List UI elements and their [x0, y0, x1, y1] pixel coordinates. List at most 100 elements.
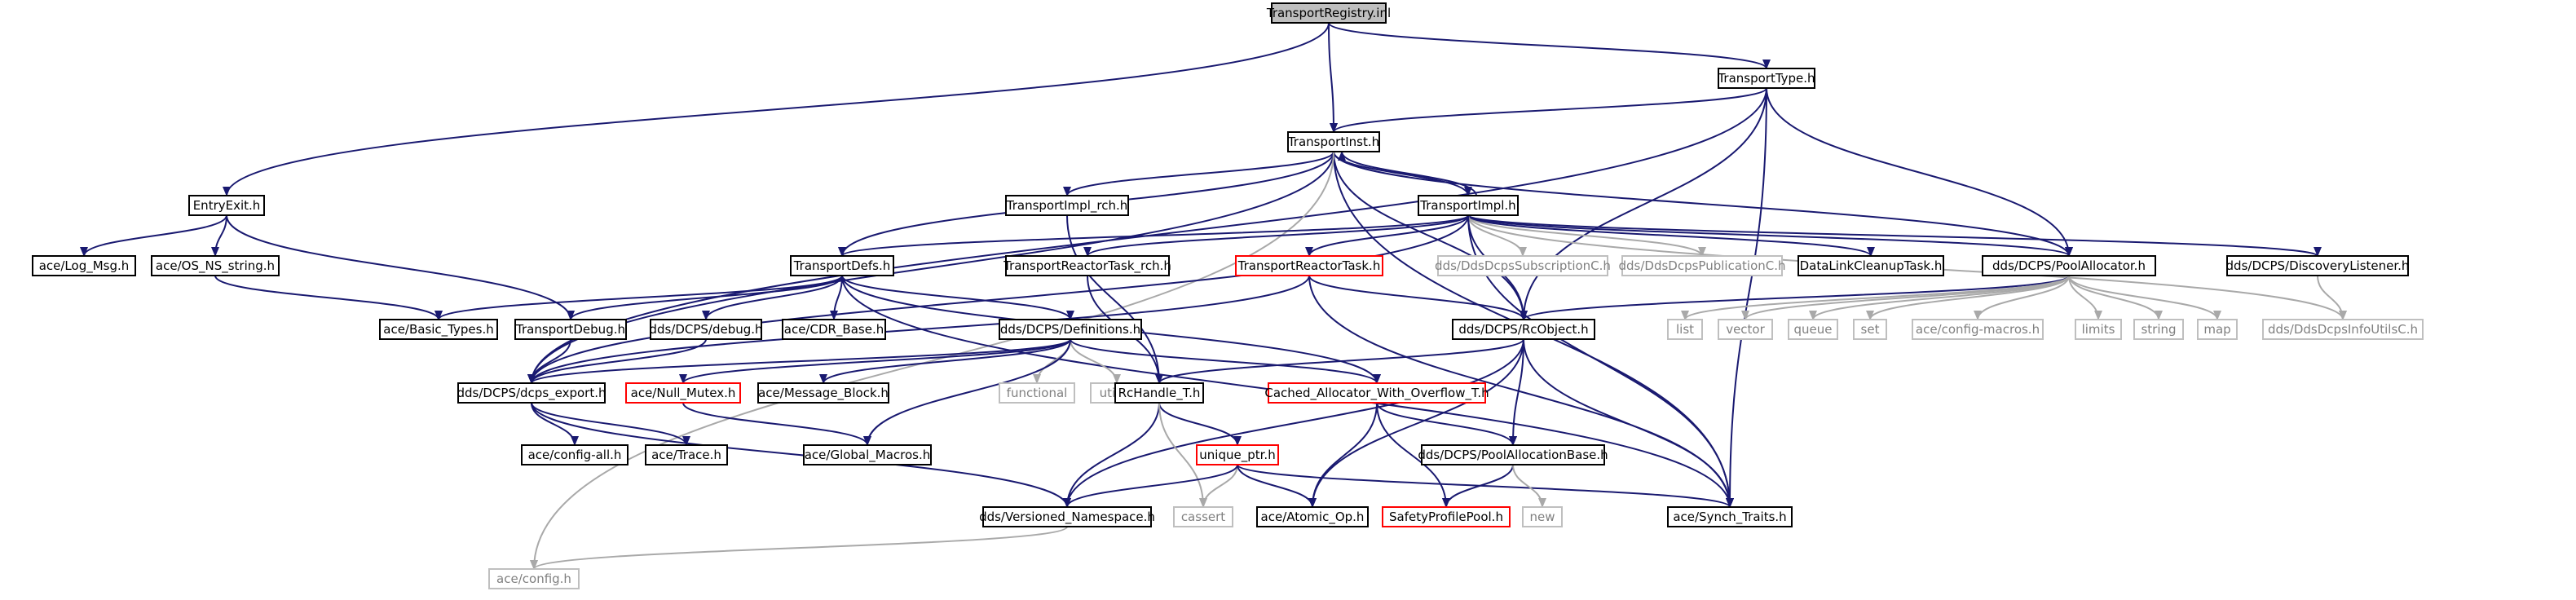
node-new[interactable]: new: [1522, 506, 1563, 527]
node-poolalloc[interactable]: dds/DCPS/PoolAllocator.h: [1982, 255, 2156, 276]
node-label: ace/Log_Msg.h: [39, 258, 130, 274]
node-label: ace/Null_Mutex.h: [631, 386, 736, 401]
node-label: dds/DCPS/RcObject.h: [1458, 322, 1588, 337]
edge-inst-to-dcpsexport: [527, 151, 1334, 384]
edge-reactor-to-rcobject: [1308, 275, 1528, 320]
edge-rcobject-to-synchtraits: [1523, 338, 1734, 508]
node-registry[interactable]: TransportRegistry.inl: [1266, 2, 1391, 24]
node-cachedalloc[interactable]: Cached_Allocator_With_Overflow_T.h: [1264, 382, 1489, 404]
edge-rcobject-to-versioned: [1063, 338, 1524, 508]
edge-impl-to-reactor: [1305, 214, 1469, 257]
node-label: dds/DdsDcpsInfoUtilsC.h: [2268, 322, 2418, 337]
edge-defs-to-basictypes: [434, 275, 843, 320]
node-list[interactable]: list: [1667, 319, 1703, 340]
node-disclist[interactable]: dds/DCPS/DiscoveryListener.h: [2226, 255, 2410, 276]
edge-implrch-to-rchandle: [1066, 214, 1163, 384]
node-dcpsdebug[interactable]: dds/DCPS/debug.h: [649, 319, 763, 340]
node-label: set: [1861, 322, 1880, 337]
node-string[interactable]: string: [2133, 319, 2184, 340]
edge-impl-to-defs: [838, 214, 1469, 257]
node-safetypool[interactable]: SafetyProfilePool.h: [1382, 506, 1511, 527]
edge-type-to-rcobject: [1520, 87, 1767, 320]
node-cassert[interactable]: cassert: [1173, 506, 1233, 527]
node-label: dds/DCPS/DiscoveryListener.h: [2226, 258, 2410, 273]
node-box: [1421, 444, 1605, 465]
node-configall[interactable]: ace/config-all.h: [521, 444, 629, 465]
edge-poolalloc-to-limits: [2068, 275, 2102, 320]
node-type[interactable]: TransportType.h: [1717, 68, 1815, 89]
node-box: [645, 444, 728, 465]
node-definitions[interactable]: dds/DCPS/Definitions.h: [999, 319, 1142, 340]
node-reactor[interactable]: TransportReactorTask.h: [1235, 255, 1383, 276]
node-label: TransportDefs.h: [793, 258, 891, 273]
edge-poolalloc-to-string: [2068, 275, 2163, 320]
node-dcpsexport[interactable]: dds/DCPS/dcps_export.h: [457, 382, 607, 404]
edge-defs-to-dcpsdebug: [702, 275, 843, 320]
node-box: [1667, 506, 1793, 527]
edge-defs-to-definitions: [841, 275, 1074, 320]
node-label: cassert: [1181, 510, 1225, 524]
node-vector[interactable]: vector: [1718, 319, 1773, 340]
node-limits[interactable]: limits: [2075, 319, 2122, 340]
node-box: [151, 255, 280, 276]
node-label: ace/Atomic_Op.h: [1261, 510, 1365, 525]
node-configmacros[interactable]: ace/config-macros.h: [1912, 319, 2044, 340]
edge-definitions-to-dcpsexport: [527, 338, 1071, 384]
node-subsc[interactable]: dds/DdsDcpsSubscriptionC.h: [1435, 255, 1611, 276]
edge-registry-to-inst: [1328, 22, 1338, 133]
node-layer: TransportRegistry.inlTransportType.hTran…: [32, 2, 2424, 589]
node-msgblock[interactable]: ace/Message_Block.h: [757, 382, 889, 404]
node-uniqueptr[interactable]: unique_ptr.h: [1196, 444, 1279, 465]
node-infoutils[interactable]: dds/DdsDcpsInfoUtilsC.h: [2262, 319, 2424, 340]
node-rchandle[interactable]: RcHandle_T.h: [1114, 382, 1204, 404]
node-inst[interactable]: TransportInst.h: [1287, 131, 1380, 152]
node-label: RcHandle_T.h: [1118, 386, 1201, 401]
node-functional[interactable]: functional: [999, 382, 1075, 404]
node-box: [982, 506, 1152, 527]
node-basictypes[interactable]: ace/Basic_Types.h: [379, 319, 498, 340]
node-map[interactable]: map: [2197, 319, 2238, 340]
node-synchtraits[interactable]: ace/Synch_Traits.h: [1667, 506, 1793, 527]
edge-inst-to-impl: [1333, 151, 1472, 196]
node-tdebug[interactable]: TransportDebug.h: [514, 319, 627, 340]
node-versioned[interactable]: dds/Versioned_Namespace.h: [979, 506, 1155, 527]
node-box: [1114, 382, 1204, 404]
node-logmsg[interactable]: ace/Log_Msg.h: [32, 255, 136, 276]
node-entry[interactable]: EntryExit.h: [188, 195, 265, 216]
node-cdrbase[interactable]: ace/CDR_Base.h: [782, 319, 886, 340]
edge-cachedalloc-to-safetypool: [1376, 402, 1450, 508]
node-set[interactable]: set: [1853, 319, 1887, 340]
node-label: vector: [1726, 322, 1765, 337]
node-atomicop[interactable]: ace/Atomic_Op.h: [1256, 506, 1369, 527]
edge-registry-to-entry: [223, 22, 1330, 196]
node-box: [2226, 255, 2409, 276]
node-implrch[interactable]: TransportImpl_rch.h: [1005, 195, 1129, 216]
node-box: [999, 382, 1075, 404]
node-poolallocbase[interactable]: dds/DCPS/PoolAllocationBase.h: [1418, 444, 1608, 465]
node-defs[interactable]: TransportDefs.h: [790, 255, 894, 276]
node-label: dds/DCPS/debug.h: [649, 322, 762, 337]
edge-dcpsexport-to-configall: [531, 402, 579, 446]
edge-type-to-synchtraits: [1726, 87, 1767, 508]
edge-uniqueptr-to-versioned: [1063, 464, 1238, 508]
node-label: TransportReactorTask.h: [1237, 258, 1381, 273]
node-queue[interactable]: queue: [1788, 319, 1838, 340]
node-config[interactable]: ace/config.h: [488, 568, 580, 589]
node-globalmacros[interactable]: ace/Global_Macros.h: [803, 444, 932, 465]
node-nullmutex[interactable]: ace/Null_Mutex.h: [625, 382, 741, 404]
edge-impl-to-inst: [1338, 151, 1477, 196]
node-label: dds/DdsDcpsSubscriptionC.h: [1435, 258, 1611, 273]
node-osns[interactable]: ace/OS_NS_string.h: [151, 255, 280, 276]
edge-uniqueptr-to-cassert: [1199, 464, 1238, 508]
node-box: [1718, 319, 1773, 340]
node-rcobject[interactable]: dds/DCPS/RcObject.h: [1452, 319, 1595, 340]
node-trace[interactable]: ace/Trace.h: [645, 444, 728, 465]
node-box: [757, 382, 889, 404]
node-dlcleanup[interactable]: DataLinkCleanupTask.h: [1797, 255, 1944, 276]
edge-inst-to-rcobject: [1333, 151, 1528, 320]
node-box: [999, 319, 1142, 340]
node-impl[interactable]: TransportImpl.h: [1418, 195, 1519, 216]
node-reactorrch[interactable]: TransportReactorTask_rch.h: [1003, 255, 1171, 276]
node-box: [650, 319, 762, 340]
node-pubc[interactable]: dds/DdsDcpsPublicationC.h: [1619, 255, 1786, 276]
